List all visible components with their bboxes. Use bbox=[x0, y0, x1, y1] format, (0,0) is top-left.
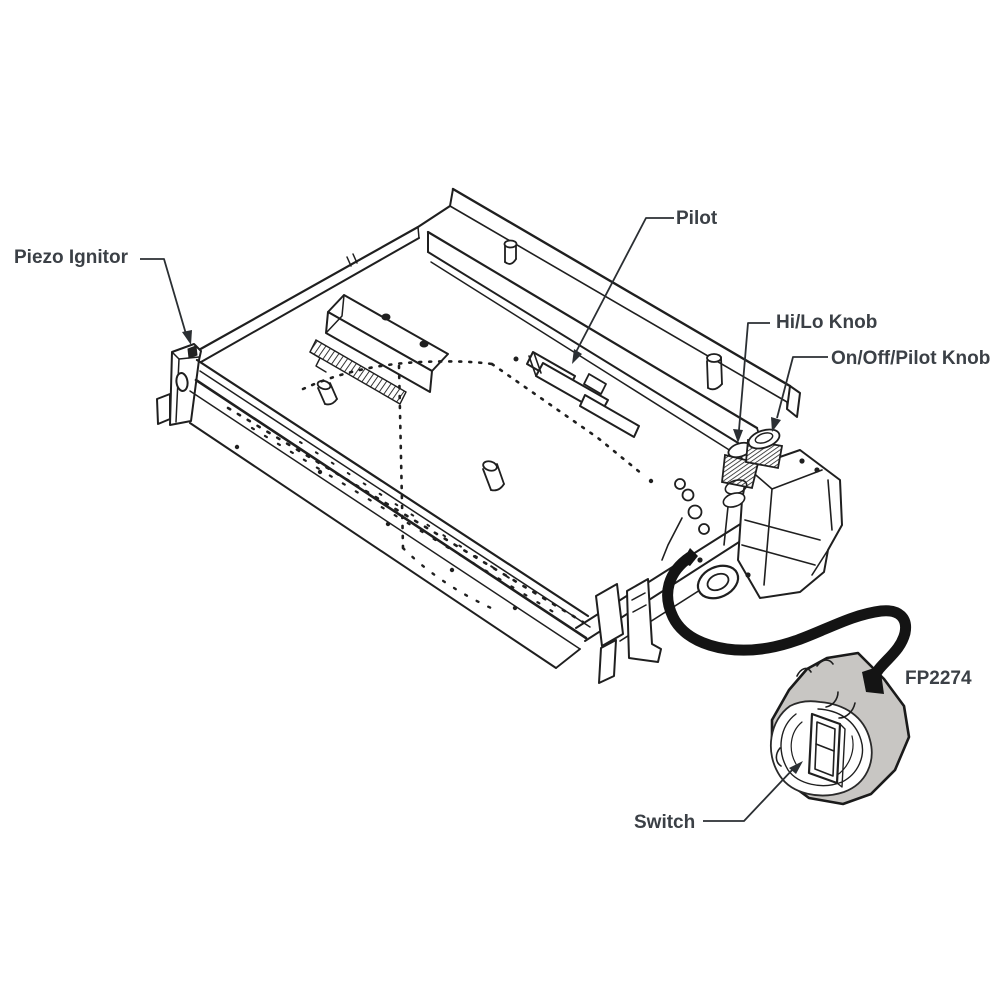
callout-on-off-pilot-knob: On/Off/Pilot Knob bbox=[771, 348, 990, 432]
piezo-ignitor-button bbox=[187, 345, 198, 359]
shelf-hole bbox=[419, 340, 429, 348]
hatched-stiffener bbox=[309, 339, 407, 405]
left-rim bbox=[195, 204, 452, 363]
callout-pilot: Pilot bbox=[572, 208, 718, 364]
leader-line bbox=[738, 322, 770, 431]
leader-line bbox=[140, 258, 187, 335]
cable-tip bbox=[862, 666, 884, 694]
mounting-shelf bbox=[309, 294, 449, 405]
label-part-number: FP2274 bbox=[905, 668, 972, 689]
standoff-post bbox=[503, 239, 518, 265]
callout-switch: Switch bbox=[634, 761, 803, 833]
leader-line bbox=[703, 767, 795, 822]
arrowhead bbox=[733, 429, 743, 443]
standoff-post bbox=[482, 460, 505, 492]
piezo-ignitor-bracket bbox=[156, 343, 202, 426]
arrowhead bbox=[771, 417, 781, 432]
label-on-off-pilot-knob: On/Off/Pilot Knob bbox=[831, 348, 990, 369]
standoff-post bbox=[316, 379, 338, 406]
label-switch: Switch bbox=[634, 812, 695, 833]
front-burner-rail bbox=[189, 358, 591, 669]
arrowhead bbox=[182, 330, 192, 345]
standoff-posts bbox=[316, 239, 723, 492]
leader-line bbox=[776, 356, 828, 419]
valve-fittings bbox=[661, 478, 746, 561]
switch-rock bbox=[769, 651, 911, 806]
label-pilot: Pilot bbox=[676, 208, 718, 229]
bracket-hole bbox=[175, 372, 189, 392]
standoff-post bbox=[706, 353, 723, 391]
callouts: Piezo Ignitor Pilot Hi/Lo Knob On/Off/Pi… bbox=[14, 208, 990, 833]
back-rail bbox=[426, 230, 763, 459]
shelf-hole bbox=[381, 313, 391, 321]
on-off-pilot-knob bbox=[745, 428, 784, 470]
switch-cable bbox=[662, 548, 912, 694]
label-hi-lo-knob: Hi/Lo Knob bbox=[776, 312, 877, 333]
valve-outlet bbox=[696, 557, 751, 600]
gas-valve bbox=[661, 428, 843, 600]
callout-part-number: FP2274 bbox=[905, 668, 972, 689]
label-piezo-ignitor: Piezo Ignitor bbox=[14, 247, 129, 268]
burner-tray bbox=[156, 187, 801, 684]
cable-hook bbox=[682, 548, 698, 566]
pilot-assembly bbox=[513, 351, 640, 438]
rocker-switch bbox=[807, 712, 846, 788]
leader-line bbox=[575, 217, 674, 353]
arrowhead bbox=[789, 761, 803, 774]
arrowhead bbox=[572, 349, 582, 364]
perforation-dots bbox=[226, 406, 654, 624]
callout-hi-lo-knob: Hi/Lo Knob bbox=[733, 312, 877, 443]
back-flange bbox=[449, 187, 801, 418]
callout-piezo-ignitor: Piezo Ignitor bbox=[14, 247, 192, 345]
